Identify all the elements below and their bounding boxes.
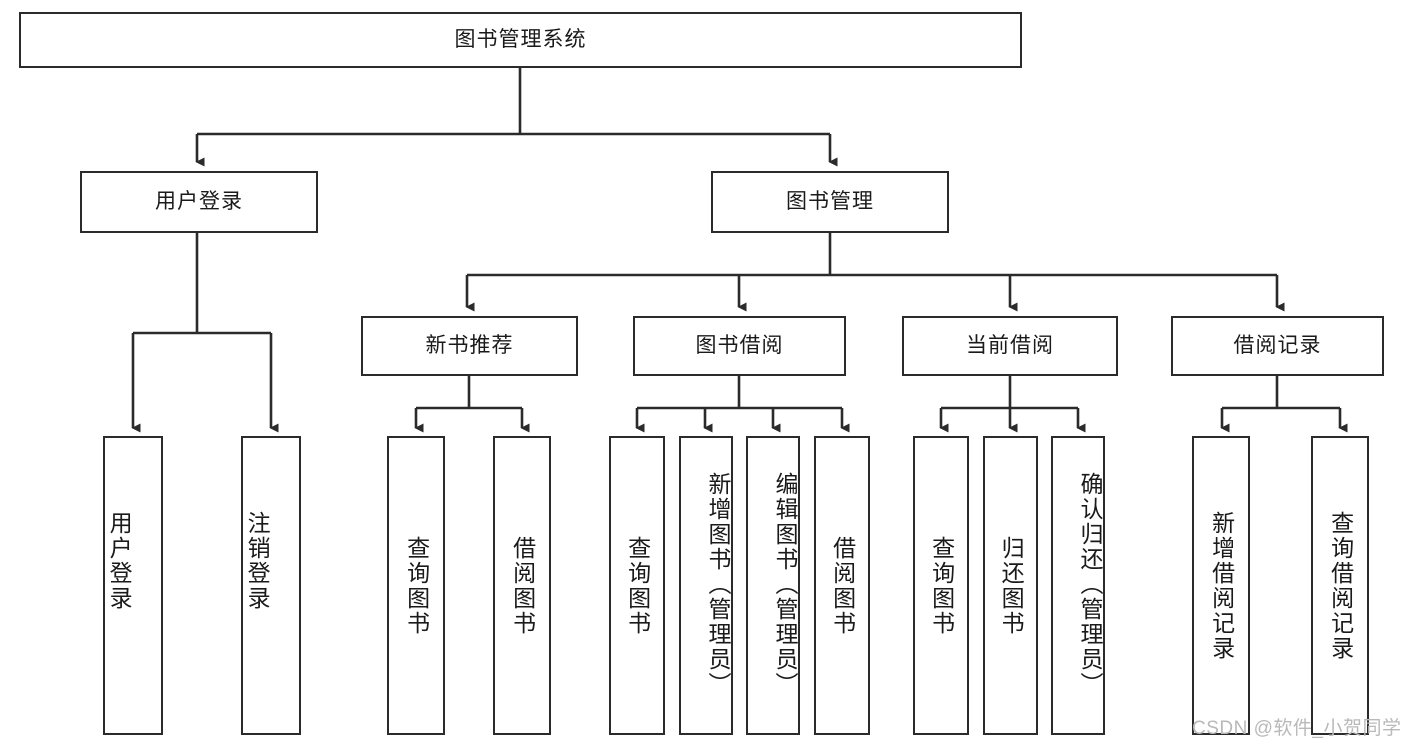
node-label: 注销登录 — [244, 510, 271, 611]
leaf-current-borrow-query-book[interactable]: 查询图书 — [913, 436, 969, 735]
node-user-login[interactable]: 用户登录 — [80, 171, 318, 233]
node-label: 查询图书 — [624, 535, 651, 636]
node-label: 新书推荐 — [425, 334, 514, 358]
leaf-book-borrow-borrow-book[interactable]: 借阅图书 — [814, 436, 870, 735]
node-label: 图书管理系统 — [454, 28, 587, 52]
node-label: 借阅记录 — [1233, 334, 1322, 358]
leaf-user-login-logout[interactable]: 注销登录 — [241, 436, 301, 735]
node-label: 当前借阅 — [966, 334, 1054, 358]
watermark-text: CSDN @软件_小贺同学 — [1192, 718, 1402, 739]
node-label: 新增借阅记录 — [1208, 510, 1235, 661]
node-label: 新增图书（管理员） — [705, 472, 731, 697]
node-label: 查询借阅记录 — [1327, 510, 1354, 661]
node-label: 编辑图书（管理员） — [772, 472, 798, 697]
node-label: 图书管理 — [786, 190, 874, 214]
leaf-book-borrow-add-book-admin[interactable]: 新增图书（管理员） — [679, 436, 733, 735]
leaf-new-book-borrow-book[interactable]: 借阅图书 — [493, 436, 551, 735]
leaf-borrow-record-query-record[interactable]: 查询借阅记录 — [1311, 436, 1369, 735]
node-label: 确认归还（管理员） — [1077, 472, 1103, 697]
node-current-borrow[interactable]: 当前借阅 — [902, 316, 1118, 376]
leaf-book-borrow-query-book[interactable]: 查询图书 — [609, 436, 665, 735]
node-label: 借阅图书 — [829, 535, 856, 636]
node-label: 借阅图书 — [509, 535, 536, 636]
leaf-current-borrow-return-book[interactable]: 归还图书 — [983, 436, 1038, 735]
node-root-book-management-system[interactable]: 图书管理系统 — [19, 12, 1022, 68]
node-borrow-record[interactable]: 借阅记录 — [1171, 316, 1384, 376]
node-label: 查询图书 — [403, 535, 430, 636]
node-label: 图书借阅 — [695, 334, 784, 358]
leaf-book-borrow-edit-book-admin[interactable]: 编辑图书（管理员） — [746, 436, 800, 735]
leaf-current-borrow-confirm-return-admin[interactable]: 确认归还（管理员） — [1051, 436, 1105, 735]
node-label: 用户登录 — [155, 190, 243, 214]
leaf-user-login-login[interactable]: 用户登录 — [103, 436, 163, 735]
leaf-borrow-record-add-record[interactable]: 新增借阅记录 — [1192, 436, 1250, 735]
node-book-borrow[interactable]: 图书借阅 — [633, 316, 846, 376]
node-new-book-recommend[interactable]: 新书推荐 — [361, 316, 578, 376]
node-label: 查询图书 — [928, 535, 955, 636]
node-label: 归还图书 — [998, 535, 1025, 636]
leaf-new-book-query-book[interactable]: 查询图书 — [387, 436, 445, 735]
node-label: 用户登录 — [106, 510, 133, 611]
node-book-management[interactable]: 图书管理 — [711, 171, 949, 233]
